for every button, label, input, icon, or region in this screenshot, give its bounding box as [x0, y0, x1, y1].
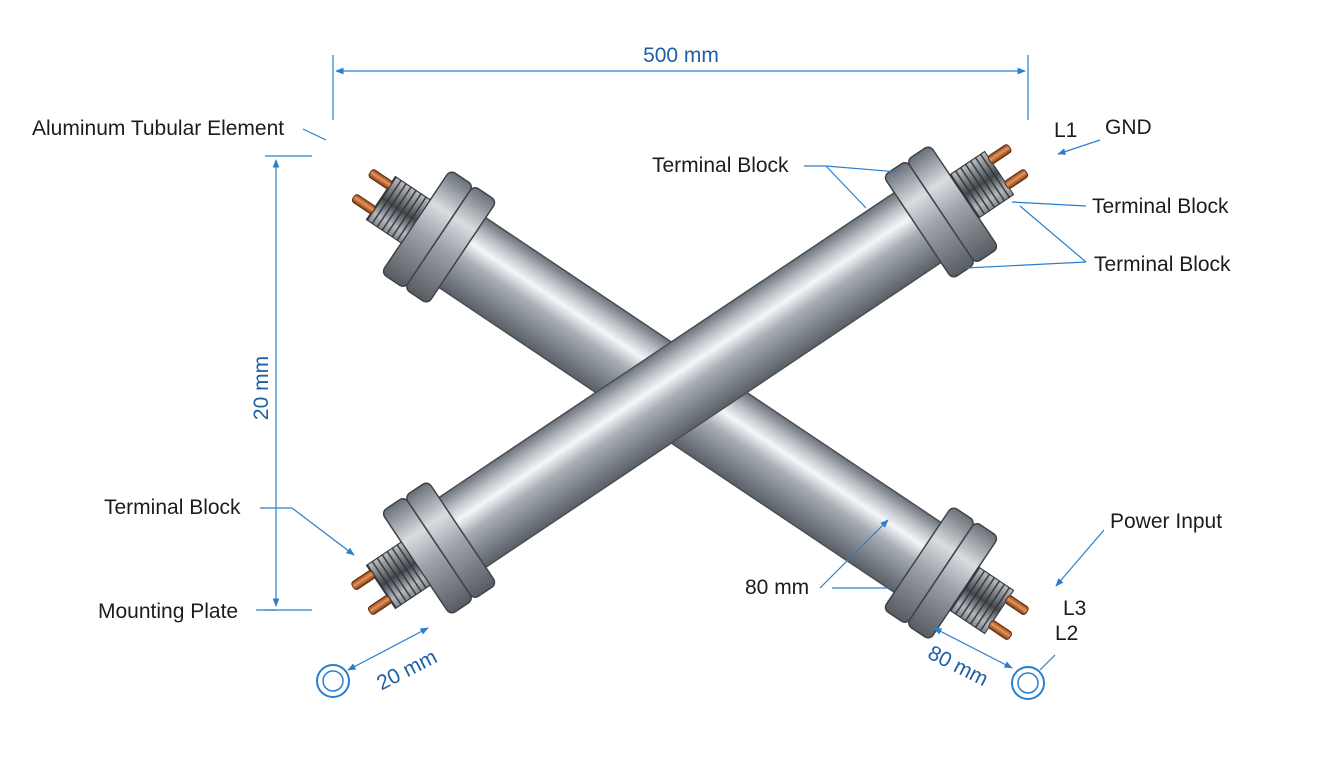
dimension-vertical-height: 20 mm	[250, 155, 312, 611]
svg-text:Terminal Block: Terminal Block	[104, 496, 241, 519]
svg-text:Mounting Plate: Mounting Plate	[98, 600, 238, 623]
callout-terminal-block-left: Terminal Block	[104, 496, 355, 556]
callout-mounting-plate: Mounting Plate	[98, 600, 276, 623]
svg-text:L1: L1	[1054, 119, 1077, 142]
callout-gnd: GND	[1057, 116, 1152, 155]
callout-terminal-block-top: Terminal Block	[652, 154, 899, 209]
svg-text:Terminal Block: Terminal Block	[1092, 195, 1229, 218]
callout-terminal-block-right-2: Terminal Block	[965, 205, 1231, 276]
svg-text:GND: GND	[1105, 116, 1152, 139]
callout-l3: L3	[1063, 597, 1086, 620]
dimension-bottom-right: 80 mm	[924, 627, 1056, 691]
svg-text:Terminal Block: Terminal Block	[652, 154, 789, 177]
callout-power-input: Power Input	[1055, 510, 1222, 587]
callout-aluminum-tubular-element: Aluminum Tubular Element	[32, 117, 327, 141]
tube-a-right-terminal-block	[884, 507, 1029, 640]
callout-l2: L2	[1055, 622, 1078, 645]
svg-text:Aluminum Tubular Element: Aluminum Tubular Element	[32, 117, 284, 140]
mounting-ring-left	[316, 664, 350, 698]
svg-text:Power Input: Power Input	[1110, 510, 1222, 533]
dimension-bottom-left: 20 mm	[347, 627, 441, 695]
label-80mm: 80 mm	[745, 576, 809, 599]
callout-terminal-block-right-1: Terminal Block	[1011, 195, 1229, 218]
dimension-label-500: 500 mm	[643, 44, 719, 67]
tube-b-right-terminal-block	[884, 144, 1029, 278]
tube-a-left-terminal-block	[351, 169, 496, 303]
dimension-label-20-vertical: 20 mm	[250, 356, 273, 420]
tube-b	[351, 144, 1029, 615]
svg-text:Terminal Block: Terminal Block	[1094, 253, 1231, 276]
tube-b-left-terminal-block	[351, 482, 496, 615]
dimension-label-20-bottom: 20 mm	[373, 645, 441, 695]
svg-text:L2: L2	[1055, 622, 1078, 645]
callout-l1: L1	[1054, 119, 1077, 142]
mounting-ring-right	[1011, 666, 1045, 700]
svg-text:L3: L3	[1063, 597, 1086, 620]
dimension-center-80: 80 mm	[745, 519, 890, 599]
dimension-overall-length: 500 mm	[332, 44, 1029, 120]
dimension-label-80-bottom: 80 mm	[924, 641, 992, 691]
